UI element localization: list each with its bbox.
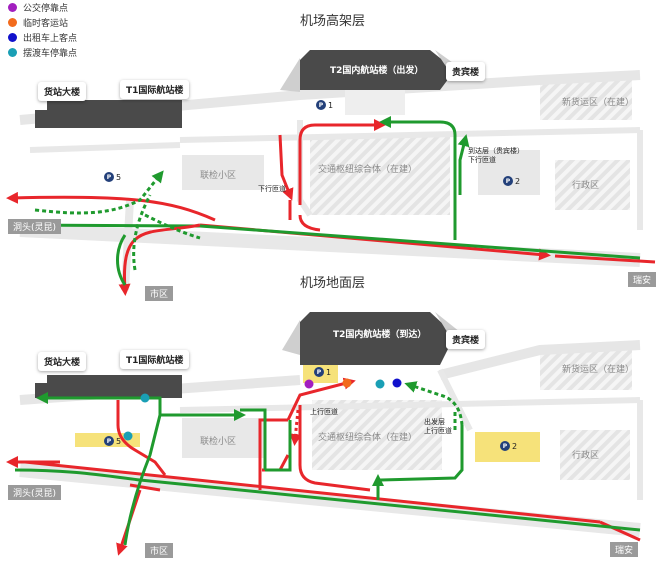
bottom-map-background bbox=[19, 312, 643, 537]
new-cargo-zone-label: 新货运区（在建） bbox=[562, 98, 635, 108]
t1-building-label-b: T1国际航站楼 bbox=[120, 350, 190, 369]
t2-building bbox=[300, 50, 455, 90]
arrival-ramp-label: 到达层（贵宾楼）下行匝道 bbox=[468, 147, 524, 164]
taxi-dot bbox=[392, 378, 402, 388]
joint-check-label: 联检小区 bbox=[200, 171, 237, 181]
road-left-label-b: 洞头(灵昆) bbox=[8, 485, 62, 500]
joint-check-zone-b bbox=[182, 418, 264, 458]
top-map-title: 机场高架层 bbox=[300, 14, 366, 29]
hub-zone bbox=[310, 135, 450, 215]
joint-check-label-b: 联检小区 bbox=[200, 437, 237, 447]
bottom-map-title: 机场地面层 bbox=[300, 276, 366, 291]
top-routes bbox=[6, 116, 656, 296]
cargo-building-b bbox=[35, 383, 47, 398]
road-bottom-label: 市区 bbox=[145, 286, 174, 301]
shuttle-dot-t2 bbox=[375, 379, 385, 389]
down-ramp-label: 下行匝道 bbox=[258, 185, 286, 193]
admin-zone bbox=[555, 160, 630, 210]
legend-label: 公交停靠点 bbox=[23, 4, 69, 14]
road-right-label-b: 瑞安 bbox=[610, 542, 639, 557]
legend-dot bbox=[8, 33, 17, 42]
legend-item: 公交停靠点 bbox=[8, 0, 77, 15]
legend-dot bbox=[8, 3, 17, 12]
legend-label: 出租车上客点 bbox=[23, 34, 78, 44]
t1-building-b bbox=[47, 375, 182, 398]
shuttle-dot-t1 bbox=[140, 393, 150, 403]
t1-building-label: T1国际航站楼 bbox=[120, 80, 190, 99]
admin-zone-label: 行政区 bbox=[572, 181, 600, 191]
cargo-building-label: 货站大楼 bbox=[38, 82, 87, 101]
cargo-building-label-b: 货站大楼 bbox=[38, 352, 87, 371]
bus-stop-dot bbox=[304, 379, 314, 389]
cargo-building bbox=[35, 110, 47, 128]
legend-label: 摆渡车停靠点 bbox=[23, 49, 78, 59]
t1-building bbox=[47, 100, 182, 128]
t2-arrival-label: T2国内航站楼（到达） bbox=[333, 330, 427, 340]
legend-dot bbox=[8, 18, 17, 27]
road-left-label: 洞头(灵昆) bbox=[8, 219, 62, 234]
t2-departure-label: T2国内航站楼（出发） bbox=[330, 66, 424, 76]
bottom-routes bbox=[5, 377, 641, 556]
vip-building-label: 贵宾楼 bbox=[446, 62, 486, 81]
road-bottom-label-b: 市区 bbox=[145, 543, 174, 558]
admin-zone-label-b: 行政区 bbox=[572, 451, 600, 461]
new-cargo-zone-label-b: 新货运区（在建） bbox=[562, 365, 635, 375]
hub-label: 交通枢纽综合体（在建） bbox=[318, 165, 418, 175]
t2-building-b bbox=[300, 312, 455, 365]
temp-coach-dot bbox=[342, 378, 352, 388]
hub-zone-b bbox=[312, 400, 442, 470]
shuttle-dot-p5 bbox=[123, 431, 133, 441]
legend-label: 临时客运站 bbox=[23, 19, 69, 29]
legend-item: 临时客运站 bbox=[8, 15, 77, 30]
legend-dot bbox=[8, 48, 17, 57]
legend: 公交停靠点临时客运站出租车上客点摆渡车停靠点 bbox=[8, 0, 77, 60]
departure-ramp-label: 出发层 上行匝道 bbox=[424, 418, 452, 435]
admin-zone-b bbox=[560, 430, 630, 480]
road-right-label: 瑞安 bbox=[628, 272, 657, 287]
joint-check-zone bbox=[182, 155, 264, 190]
legend-item: 出租车上客点 bbox=[8, 30, 77, 45]
stop-dots bbox=[123, 378, 402, 441]
legend-item: 摆渡车停靠点 bbox=[8, 45, 77, 60]
hub-label-b: 交通枢纽综合体（在建） bbox=[318, 433, 418, 443]
p2-zone bbox=[478, 150, 540, 195]
up-ramp-label: 上行匝道 bbox=[310, 408, 338, 416]
vip-building-label-b: 贵宾楼 bbox=[446, 330, 486, 349]
